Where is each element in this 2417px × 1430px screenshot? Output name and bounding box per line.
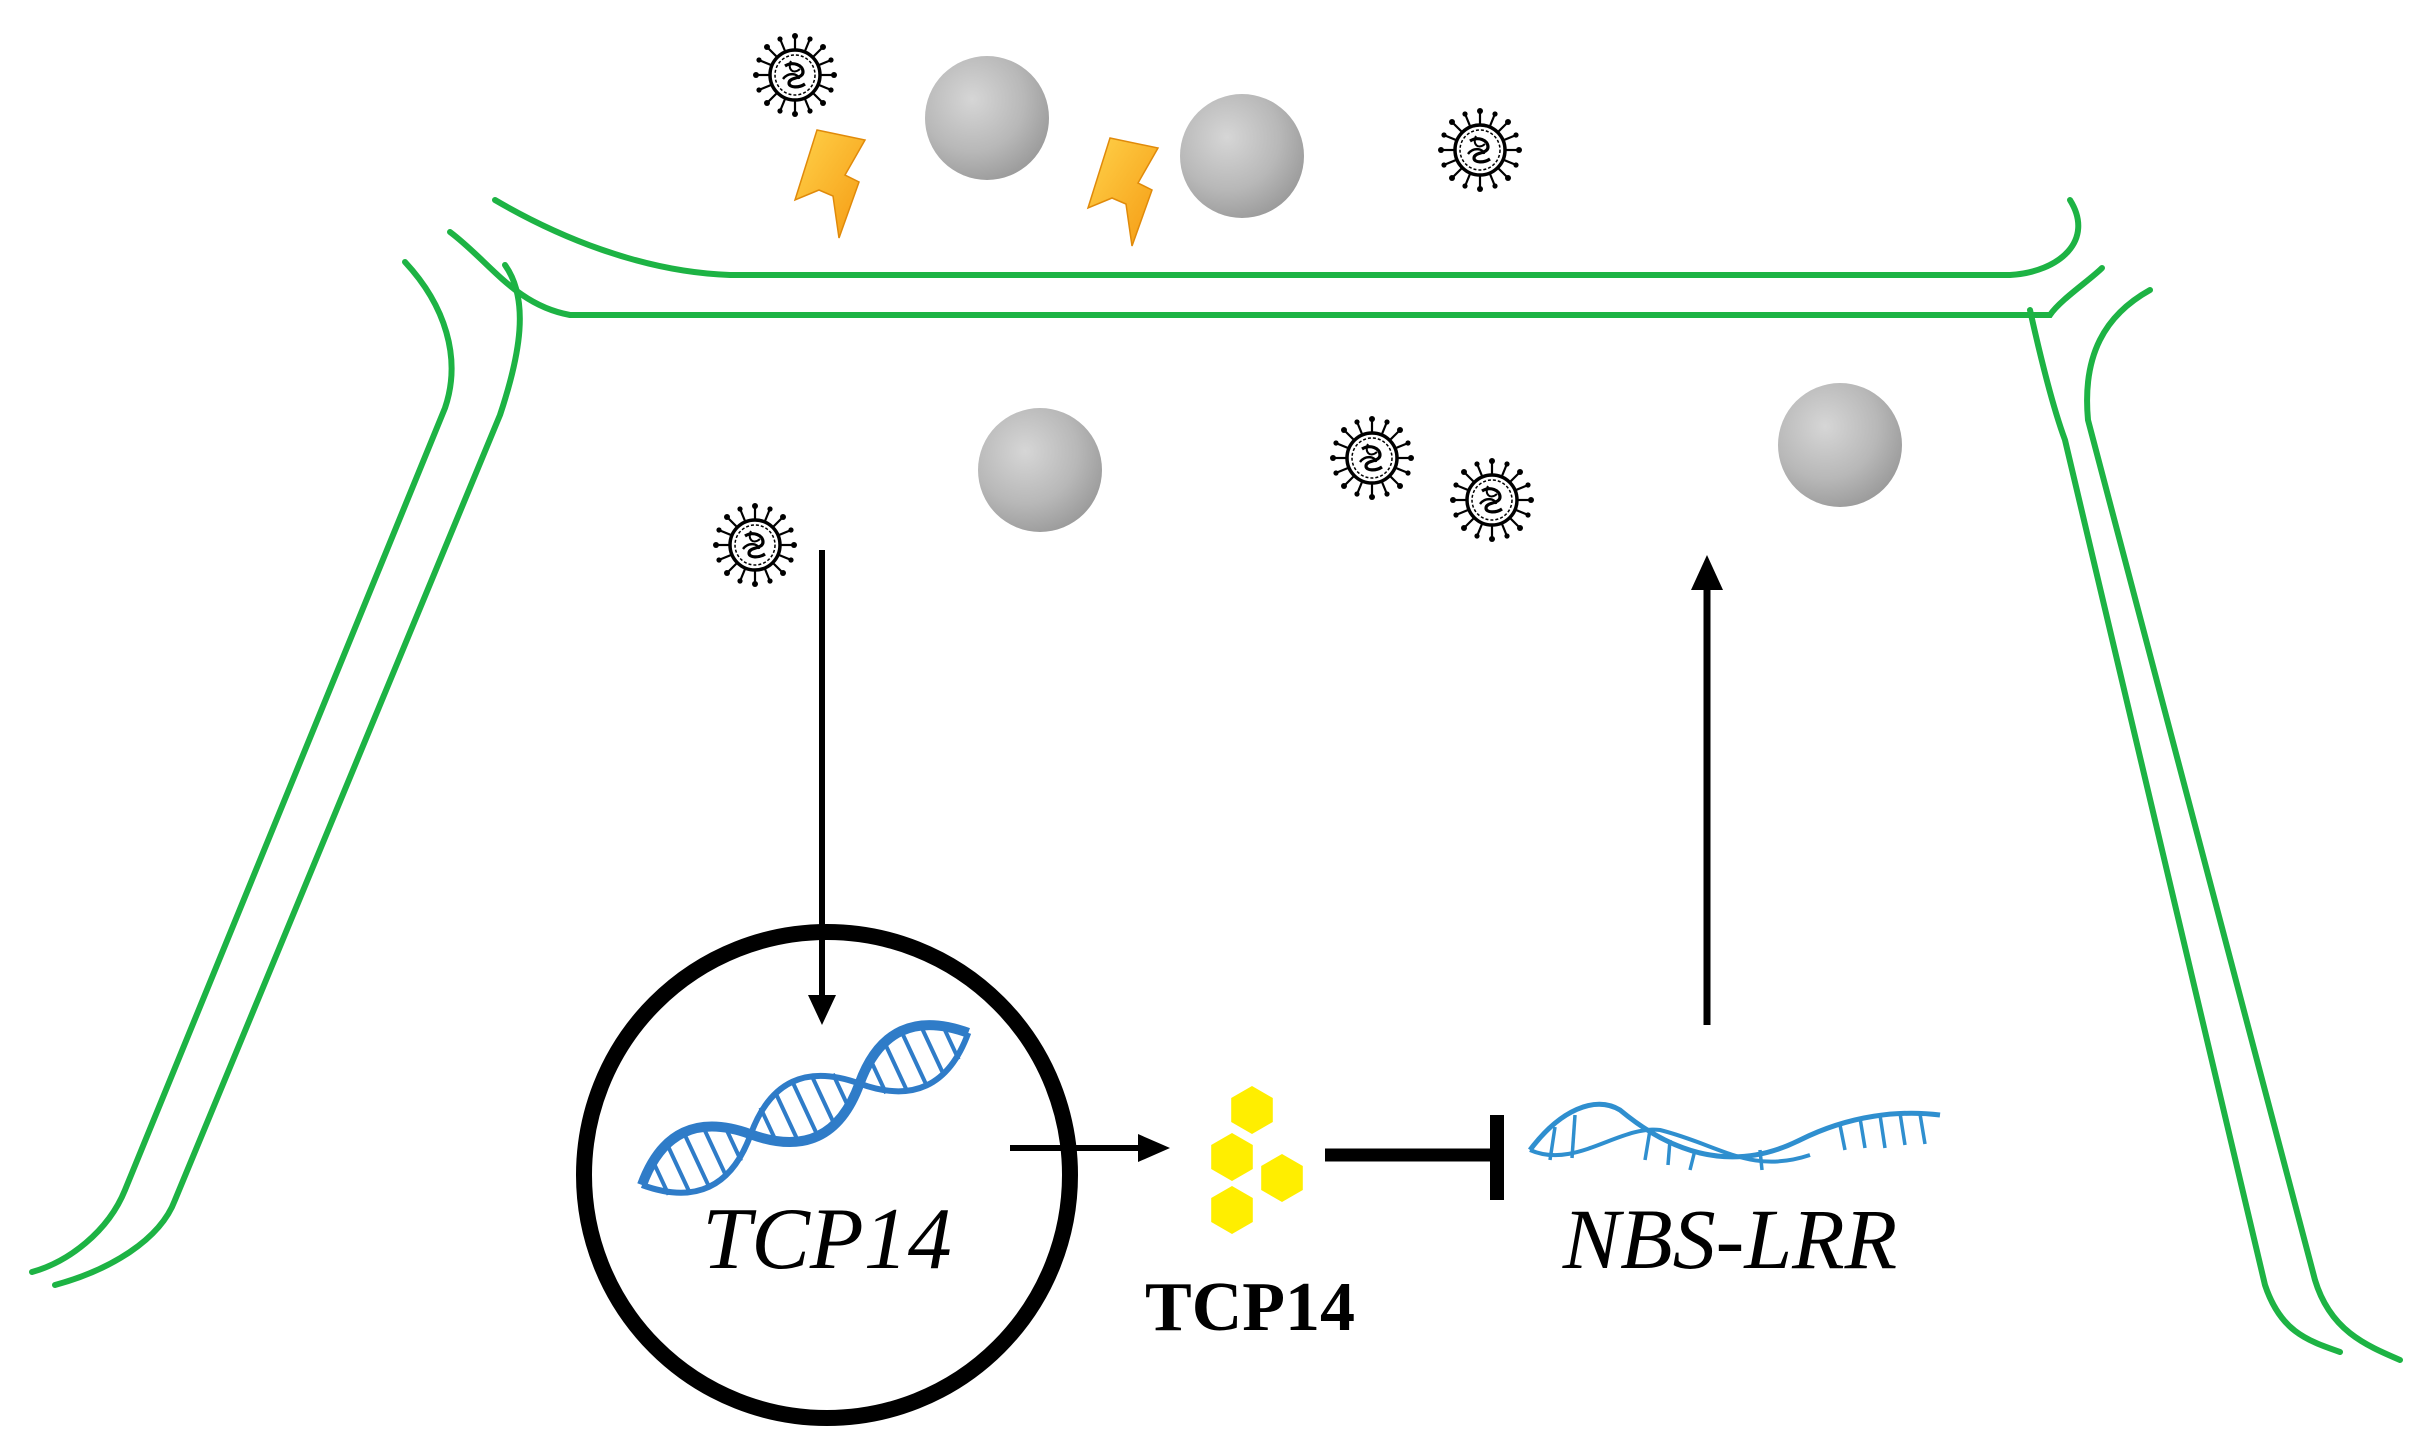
protein-label-tcp14: TCP14 (1145, 1269, 1355, 1346)
virus-icon (711, 501, 799, 589)
gene-label-tcp14: TCP14 (702, 1191, 951, 1288)
particle-sphere (1180, 94, 1304, 218)
virus-icon (1436, 106, 1524, 194)
gene-label-nbs-lrr: NBS-LRR (1562, 1191, 1897, 1287)
dna-double-helix-icon (637, 1020, 972, 1196)
lightning-bolt-icon (794, 129, 866, 239)
particle-sphere (925, 56, 1049, 180)
particle-sphere (978, 408, 1102, 532)
lightning-bolt-icon (1087, 137, 1159, 247)
tcp14-protein-cluster (1211, 1086, 1303, 1234)
virus-icon (751, 31, 839, 119)
inhibition-protein-to-nbslrr (1325, 1115, 1504, 1200)
nucleus (576, 924, 1078, 1426)
virus-icon (1328, 414, 1416, 502)
cell-membrane (29, 197, 2403, 1363)
arrow-nucleus-to-protein (1010, 1134, 1170, 1162)
virus-icon (1448, 456, 1536, 544)
arrow-nbslrr-upward (1691, 555, 1723, 1025)
particle-sphere (1778, 383, 1902, 507)
arrow-virus-to-nucleus (808, 550, 836, 1025)
rna-strand-icon (1528, 1101, 1941, 1171)
